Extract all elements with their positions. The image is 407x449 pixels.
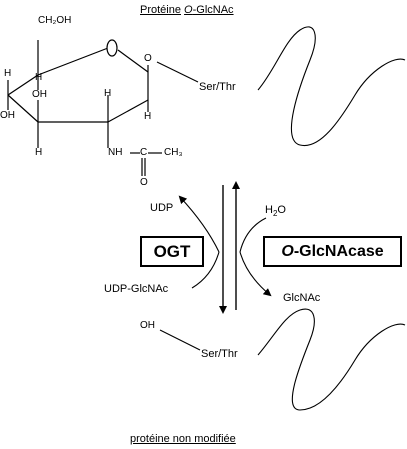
hydroxyl-bond bbox=[159, 329, 201, 351]
h2o-feed bbox=[239, 217, 267, 253]
glycosidic-bond bbox=[156, 61, 199, 83]
h2o-label: H2O bbox=[265, 204, 286, 219]
glcnac-release-arrow bbox=[239, 251, 272, 297]
c3-oh-label: OH bbox=[0, 110, 15, 121]
ogt-enzyme-box: OGT bbox=[140, 236, 204, 267]
c1-h-label: H bbox=[104, 88, 112, 99]
ch3-label: CH₃ bbox=[164, 147, 183, 158]
udp-label: UDP bbox=[150, 202, 174, 214]
udp-release-arrow bbox=[178, 195, 220, 253]
carbonyl-o-label: O bbox=[140, 177, 148, 188]
unmodified-protein-title: protéine non modifiée bbox=[130, 433, 236, 445]
carbonyl-c-label: C bbox=[140, 147, 148, 158]
oh-bottom-label: OH bbox=[140, 320, 155, 331]
oglcnacase-enzyme-box: O-GlcNAcase bbox=[263, 236, 402, 267]
ch2oh-label: CH₂OH bbox=[38, 15, 72, 26]
protein-chain-bottom bbox=[257, 308, 406, 411]
nh-label: NH bbox=[108, 147, 123, 158]
udp-glcnac-feed bbox=[191, 251, 220, 289]
title-word-oglcnac: O-GlcNAc bbox=[184, 4, 234, 16]
modified-protein-title: Protéine O-GlcNAc bbox=[140, 4, 234, 16]
udp-glcnac-label: UDP-GlcNAc bbox=[104, 283, 169, 295]
protein-chain-top bbox=[257, 26, 406, 147]
title-word-proteine: Protéine bbox=[140, 4, 181, 16]
c3-h-label: H bbox=[4, 68, 12, 79]
anomeric-h-label: H bbox=[144, 111, 152, 122]
c2-oh-label: OH bbox=[32, 89, 47, 100]
glcnac-label: GlcNAc bbox=[283, 292, 321, 304]
serthr-bottom-label: Ser/Thr bbox=[201, 348, 238, 360]
serthr-top-label: Ser/Thr bbox=[199, 81, 236, 93]
c4-h-label: H bbox=[35, 72, 43, 83]
c2-h-label: H bbox=[35, 147, 43, 158]
glycosidic-o-label: O bbox=[144, 53, 152, 64]
ring-oxygen-marker bbox=[106, 39, 118, 57]
glcnac-ring bbox=[7, 40, 162, 176]
